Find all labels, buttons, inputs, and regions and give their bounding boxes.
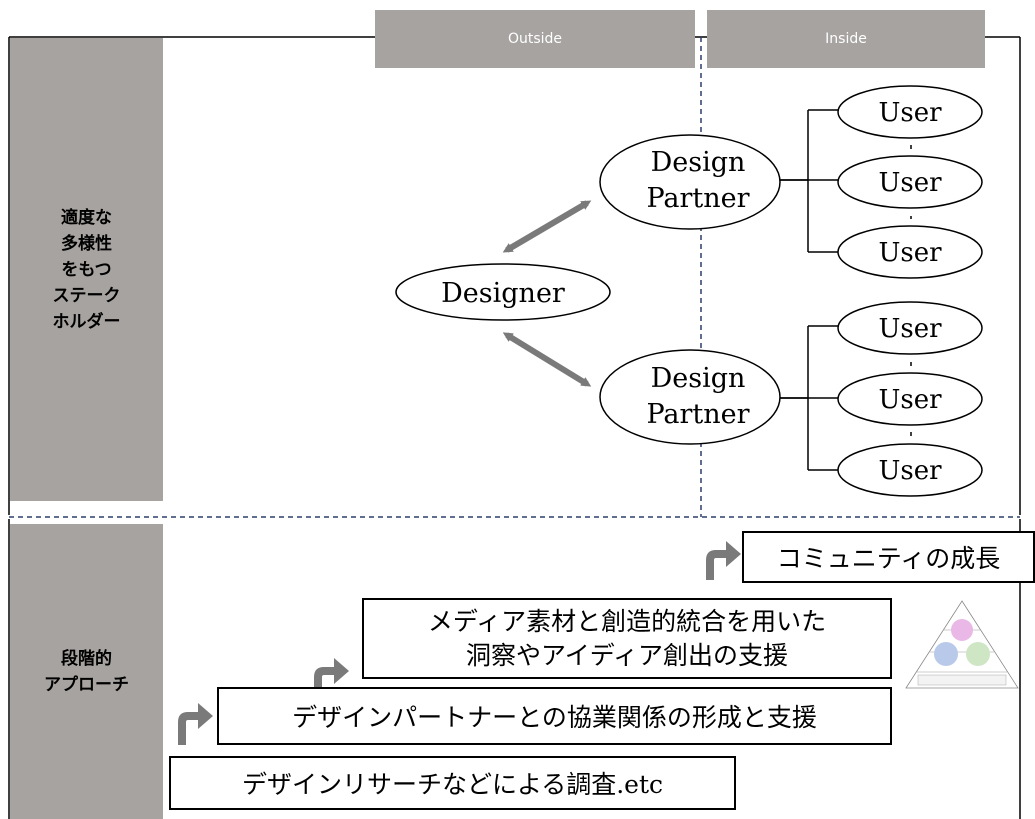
stage-box-insight-support: メディア素材と創造的統合を用いた 洞察やアイディア創出の支援 — [362, 598, 892, 679]
user-node — [837, 155, 983, 209]
user-label: User — [878, 385, 942, 415]
row-label-approach: 段階的 アプローチ — [10, 524, 163, 819]
pyramid-thumbnail-icon — [905, 600, 1019, 689]
designer-label: Designer — [441, 278, 565, 309]
double-headed-arrow-icon — [502, 332, 592, 387]
user-label: User — [878, 238, 942, 268]
user-label: User — [878, 98, 942, 128]
stage-box-research: デザインリサーチなどによる調査.etc — [169, 756, 736, 810]
up-right-arrow-icon — [178, 703, 213, 745]
up-right-arrow-icon — [706, 541, 741, 580]
partner-label-line2: Partner — [646, 399, 749, 430]
double-headed-arrow-icon — [502, 200, 592, 253]
stage-box-partnership: デザインパートナーとの協業関係の形成と支援 — [217, 687, 892, 745]
partner-label-line2: Partner — [646, 183, 749, 214]
user-label: User — [878, 456, 942, 486]
user-connector — [780, 109, 838, 253]
user-node — [837, 301, 983, 355]
partner-label-line1: Design — [651, 363, 746, 394]
row-label-stakeholders: 適度な 多様性 をもつ ステーク ホルダー — [10, 38, 163, 501]
partner-label-line1: Design — [651, 147, 746, 178]
user-label: User — [878, 314, 942, 344]
user-node — [837, 85, 983, 139]
column-header-inside: Inside — [707, 10, 985, 68]
up-right-arrow-icon — [314, 658, 349, 700]
user-node — [837, 225, 983, 279]
user-label: User — [878, 168, 942, 198]
design-partner-node — [599, 349, 781, 445]
user-node — [837, 443, 983, 497]
user-node — [837, 372, 983, 426]
design-partner-node — [599, 134, 781, 230]
column-header-outside: Outside — [375, 10, 695, 68]
stage-box-community-growth: コミュニティの成長 — [742, 531, 1035, 583]
designer-node — [395, 263, 611, 321]
